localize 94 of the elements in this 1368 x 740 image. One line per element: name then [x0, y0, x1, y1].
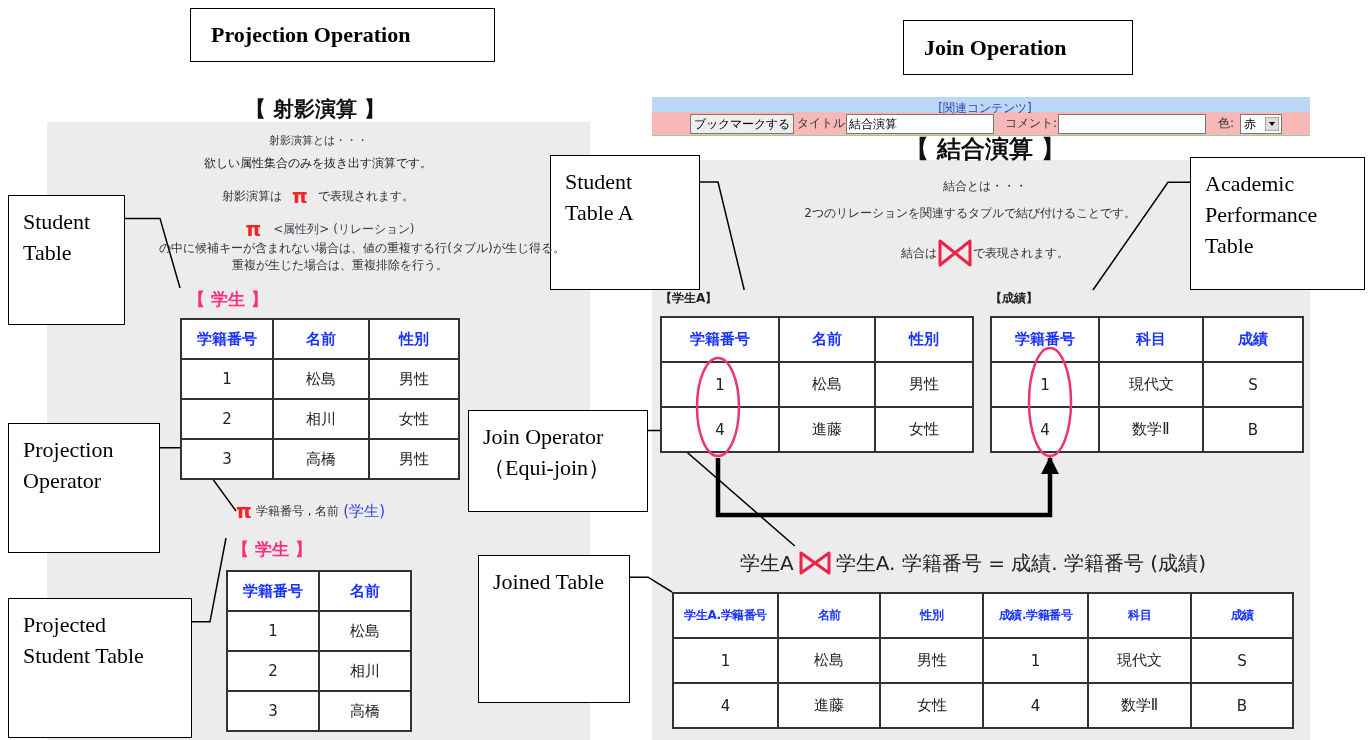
body-text: 射影演算は [222, 188, 283, 203]
table-cell: 1 [983, 638, 1088, 683]
body-text: で表現されます。 [317, 188, 414, 203]
pi-symbol: π [236, 499, 252, 523]
table-heading: 【学生A】 [660, 290, 718, 307]
body-text: <属性列> (リレーション) [273, 221, 415, 236]
section-heading: 【 結合演算 】 [904, 135, 1066, 163]
body-text: 結合は [901, 245, 937, 260]
table-cell: 3 [227, 691, 319, 731]
table-cell: 数学Ⅱ [1088, 683, 1191, 728]
table-cell: 4 [991, 407, 1099, 452]
column-header: 名前 [778, 593, 880, 638]
table-cell: 2 [227, 651, 319, 691]
body-text: 重複が生じた場合は、重複排除を行う。 [232, 258, 448, 272]
body-text: 射影演算とは・・・ [268, 134, 368, 147]
table-cell: 相川 [273, 399, 369, 439]
formula-text: 学籍番号 , 名前 [255, 502, 340, 520]
table-cell: 1 [661, 362, 779, 407]
table-cell: 女性 [369, 399, 459, 439]
column-header: 学籍番号 [181, 319, 273, 359]
pi-symbol: π [245, 217, 262, 241]
section-heading: 【 射影演算 】 [244, 97, 386, 121]
column-header: 名前 [319, 571, 411, 611]
table-cell: 4 [661, 407, 779, 452]
column-header: 性別 [369, 319, 459, 359]
table-cell: S [1203, 362, 1303, 407]
table-cell: 2 [181, 399, 273, 439]
pi-symbol: π [292, 184, 308, 208]
link-text: [関連コンテンツ] [938, 100, 1032, 115]
table-cell: 男性 [875, 362, 973, 407]
title-box: Join Operation [903, 20, 1133, 75]
callout-box: Projected Student Table [8, 598, 192, 738]
column-header: 名前 [779, 317, 875, 362]
table-cell: 相川 [319, 651, 411, 691]
field-label: タイトル [797, 115, 845, 132]
field-label: 色: [1218, 115, 1235, 132]
table-cell: 1 [991, 362, 1099, 407]
table-cell: 1 [673, 638, 778, 683]
callout-box: Student Table [8, 195, 125, 325]
formula-text: 学生A. 学籍番号 = 成績. 学籍番号 (成績) [835, 549, 1206, 577]
column-header: 性別 [880, 593, 983, 638]
table-cell: 進藤 [779, 407, 875, 452]
table-cell: 男性 [880, 638, 983, 683]
column-header: 名前 [273, 319, 369, 359]
table-heading: 【 学生 】 [188, 288, 268, 311]
formula-text: (学生) [343, 501, 385, 521]
table-cell: 男性 [369, 359, 459, 399]
table-cell: 4 [673, 683, 778, 728]
column-header: 学籍番号 [661, 317, 779, 362]
column-header: 学籍番号 [991, 317, 1099, 362]
table-cell: 4 [983, 683, 1088, 728]
column-header: 科目 [1099, 317, 1203, 362]
table-cell: 女性 [880, 683, 983, 728]
table-cell: 進藤 [778, 683, 880, 728]
callout-box: Projection Operator [8, 423, 160, 553]
bookmark-button: ブックマークする [690, 114, 794, 134]
body-text: 結合とは・・・ [943, 179, 1027, 193]
table-cell: 高橋 [319, 691, 411, 731]
table-cell: 現代文 [1088, 638, 1191, 683]
table-cell: 1 [227, 611, 319, 651]
body-text: 2つのリレーションを関連するタプルで結び付けることです。 [804, 206, 1136, 220]
table-cell: 3 [181, 439, 273, 479]
color-select: 赤 [1240, 114, 1282, 134]
title-box: Projection Operation [190, 8, 495, 62]
table-cell: 数学Ⅱ [1099, 407, 1203, 452]
column-header: 科目 [1088, 593, 1191, 638]
column-header: 性別 [875, 317, 973, 362]
table-cell: 高橋 [273, 439, 369, 479]
formula-text: 学生A [740, 549, 794, 577]
column-header: 学生A.学籍番号 [673, 593, 778, 638]
table-cell: B [1203, 407, 1303, 452]
table-cell: 女性 [875, 407, 973, 452]
column-header: 成績 [1203, 317, 1303, 362]
column-header: 学籍番号 [227, 571, 319, 611]
table-cell: 松島 [319, 611, 411, 651]
callout-box: Join Operator （Equi-join） [468, 410, 648, 512]
table-cell: B [1191, 683, 1293, 728]
column-header: 成績.学籍番号 [983, 593, 1088, 638]
table-cell: 男性 [369, 439, 459, 479]
table-cell: 松島 [778, 638, 880, 683]
table-cell: S [1191, 638, 1293, 683]
table-cell: 松島 [779, 362, 875, 407]
table-cell: 1 [181, 359, 273, 399]
callout-box: Academic Performance Table [1190, 157, 1365, 290]
callout-box: Joined Table [478, 555, 630, 703]
table-cell: 現代文 [1099, 362, 1203, 407]
title-field: 結合演算 [846, 114, 994, 134]
table-cell: 松島 [273, 359, 369, 399]
column-header: 成績 [1191, 593, 1293, 638]
body-text: で表現されます。 [973, 245, 1069, 260]
field-label: コメント: [1005, 115, 1058, 132]
table-heading: 【 学生 】 [232, 538, 312, 561]
body-text: 欲しい属性集合のみを抜き出す演算です。 [204, 156, 432, 170]
table-heading: 【成績】 [990, 290, 1038, 307]
